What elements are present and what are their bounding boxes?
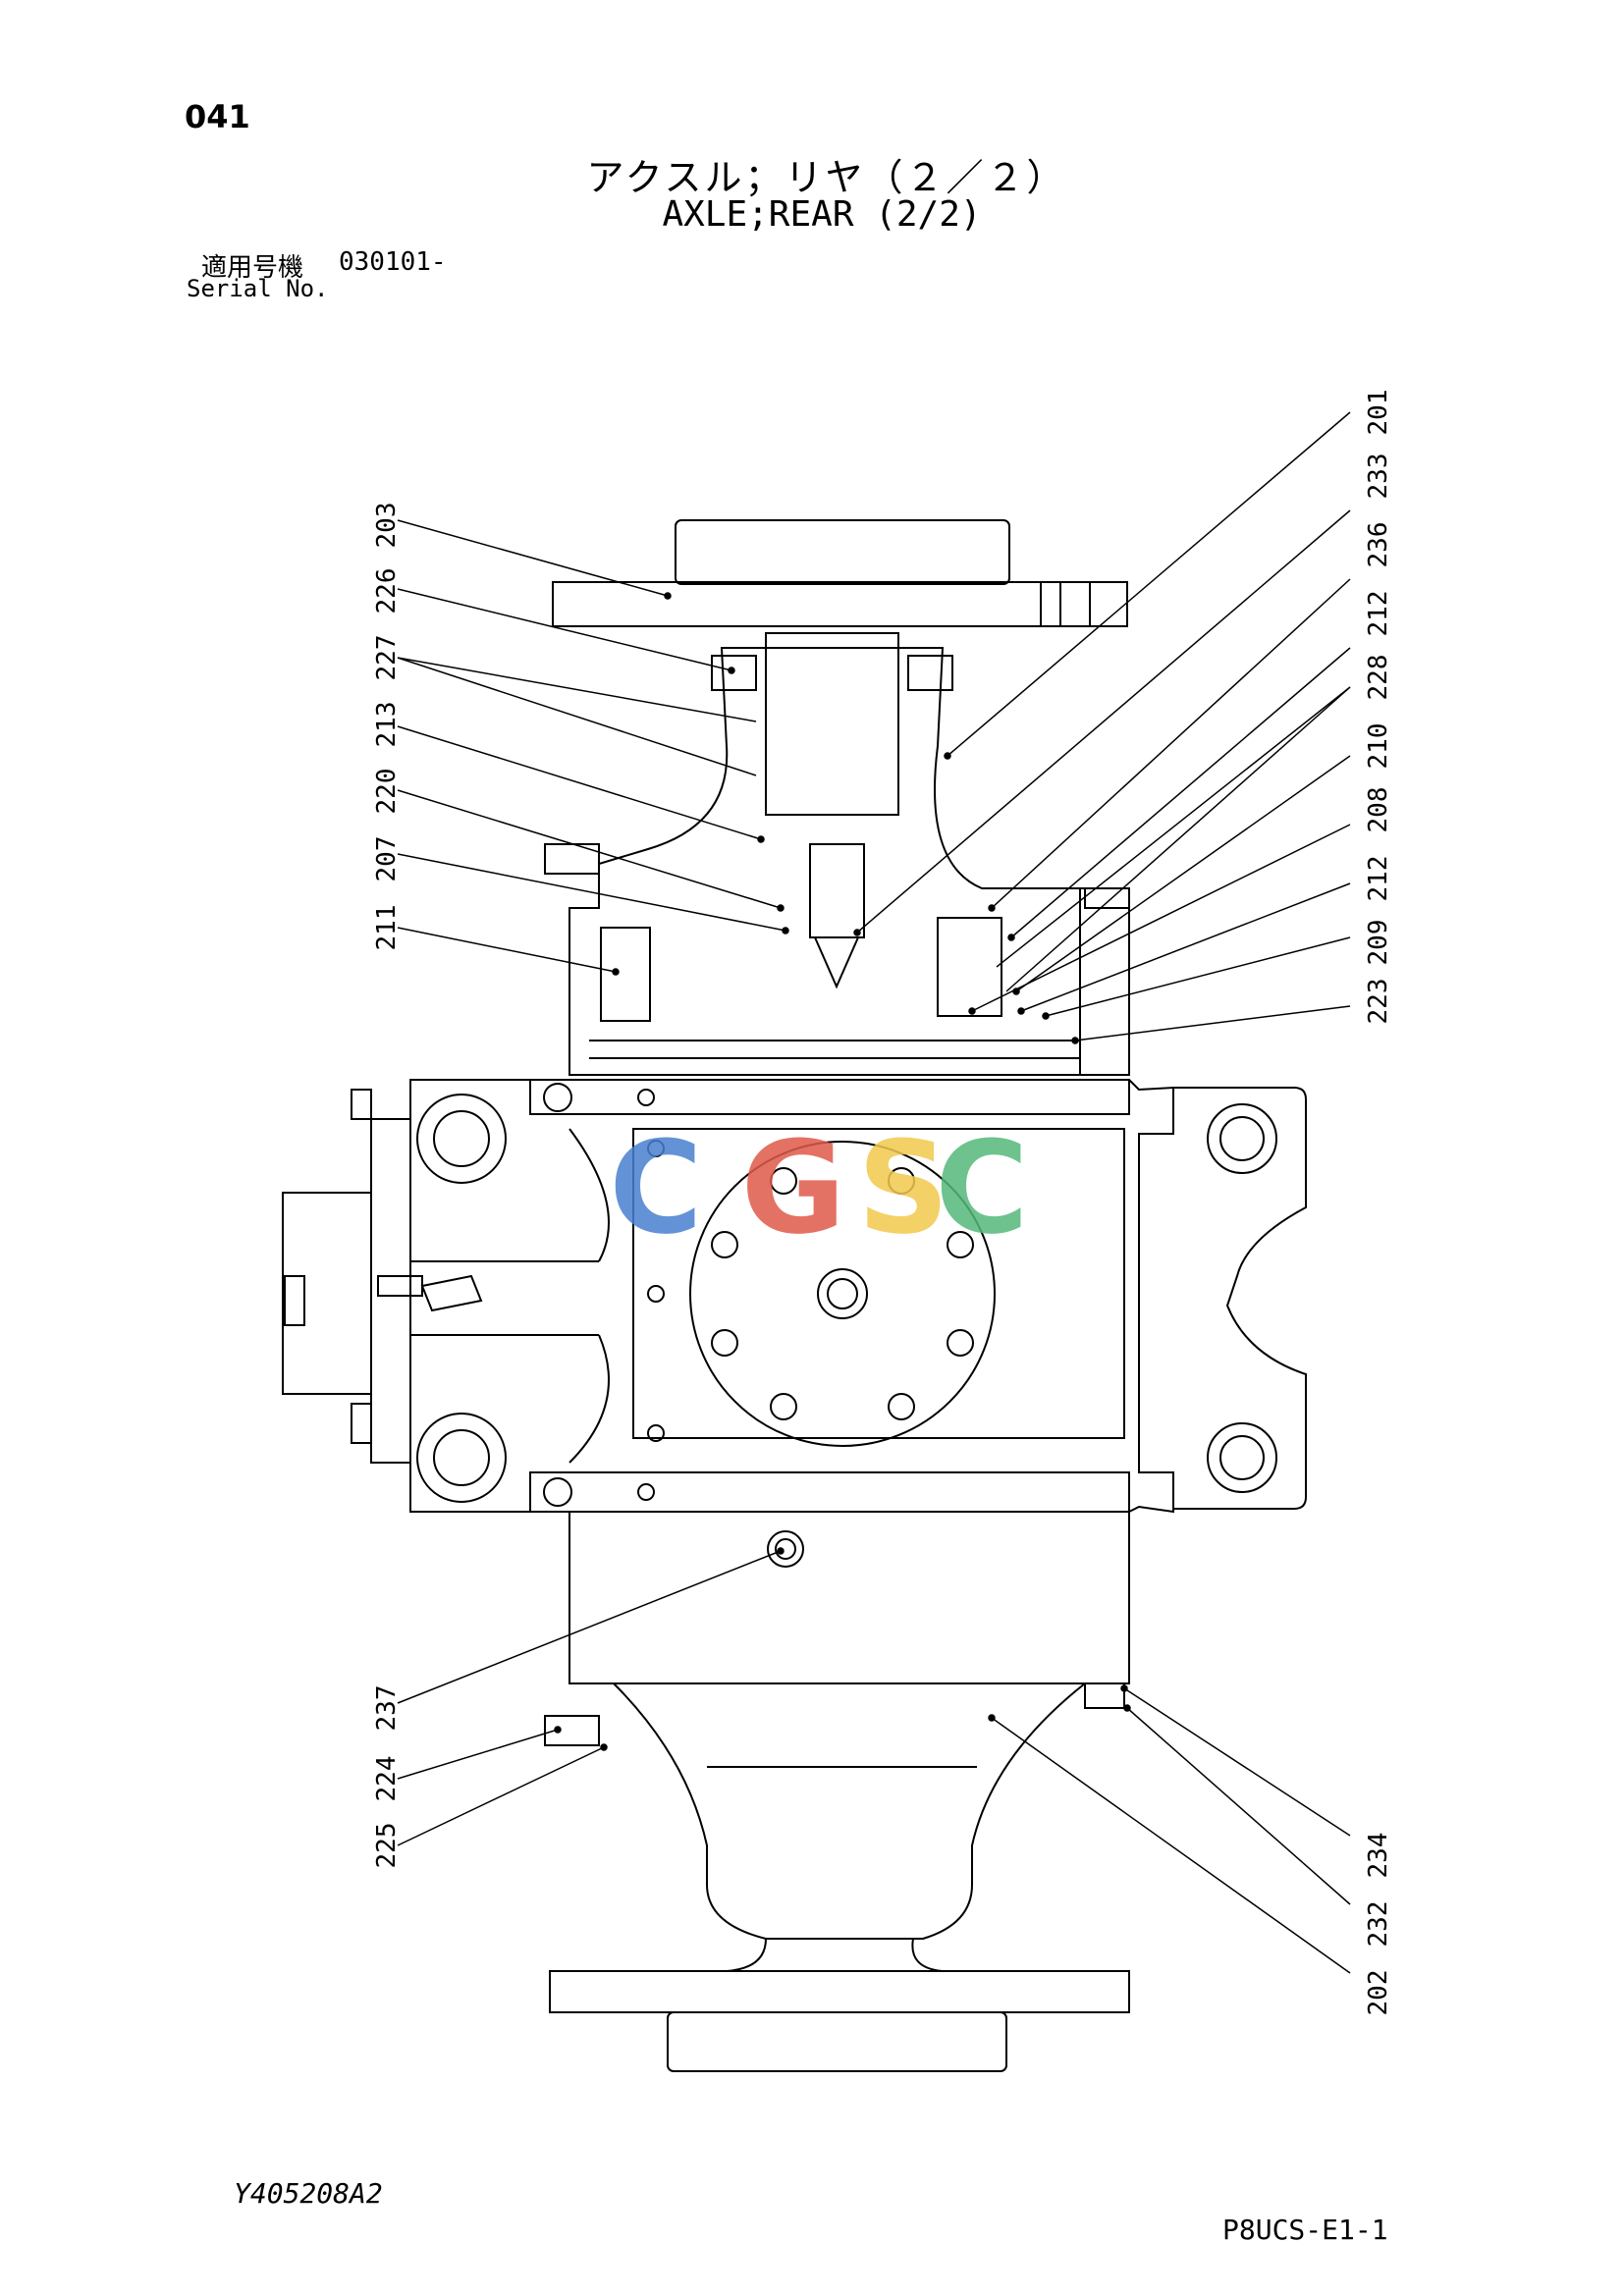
center-plate xyxy=(632,1128,1125,1439)
serial-value: 030101- xyxy=(339,247,447,277)
lower-fitting xyxy=(544,1715,600,1746)
page-title-english: AXLE;REAR (2/2) xyxy=(662,194,982,235)
watermark-letter: G xyxy=(741,1113,846,1262)
callout-236: 236 xyxy=(1364,522,1393,568)
callout-233: 233 xyxy=(1364,454,1393,500)
center-pin xyxy=(809,843,865,938)
bottom-flange xyxy=(549,1970,1130,2013)
top-fitting xyxy=(544,843,600,875)
callout-227: 227 xyxy=(372,635,402,681)
callout-209: 209 xyxy=(1364,920,1393,966)
callout-226: 226 xyxy=(372,568,402,614)
callout-211: 211 xyxy=(372,905,402,951)
right-bolt-block xyxy=(1079,887,1130,1076)
top-hub-cap xyxy=(675,519,1010,585)
page-number: 041 xyxy=(185,98,250,135)
callout-213: 213 xyxy=(372,702,402,748)
callout-208: 208 xyxy=(1364,787,1393,833)
top-flange xyxy=(552,581,1128,627)
callout-237: 237 xyxy=(372,1685,402,1732)
lower-bearing-housing xyxy=(613,1682,1086,1940)
sheet-code: P8UCS-E1-1 xyxy=(1222,2214,1388,2246)
callout-212: 212 xyxy=(1364,591,1393,637)
callout-201: 201 xyxy=(1364,390,1393,436)
top-bearing-right xyxy=(907,655,953,691)
callout-210: 210 xyxy=(1364,723,1393,770)
left-gear-pack xyxy=(600,927,651,1022)
page-title-japanese: アクスル；リヤ（２／２） xyxy=(586,156,1067,199)
lower-housing xyxy=(568,1511,1130,1684)
callout-224: 224 xyxy=(372,1756,402,1802)
left-motor xyxy=(282,1192,372,1395)
callout-232: 232 xyxy=(1364,1901,1393,1948)
watermark-letter: C xyxy=(609,1113,702,1262)
round-cover xyxy=(689,1141,996,1447)
watermark-letter: C xyxy=(935,1113,1028,1262)
top-clamp-plate xyxy=(529,1079,1130,1115)
callout-228: 228 xyxy=(1364,655,1393,701)
serial-label-japanese: 適用号機 xyxy=(201,253,304,283)
right-mount-bracket xyxy=(1173,1087,1307,1510)
bottom-clamp-plate xyxy=(529,1471,1130,1513)
callout-207: 207 xyxy=(372,836,402,882)
watermark-letter: S xyxy=(857,1113,949,1262)
top-shaft xyxy=(765,632,899,816)
right-gear-pack xyxy=(937,917,1002,1017)
bottom-hub-cap xyxy=(667,2011,1007,2072)
callout-202: 202 xyxy=(1364,1970,1393,2016)
callout-220: 220 xyxy=(372,769,402,815)
top-housing xyxy=(568,647,1130,1076)
callout-234: 234 xyxy=(1364,1833,1393,1879)
callout-203: 203 xyxy=(372,503,402,549)
serial-label-english: Serial No. xyxy=(187,275,329,302)
callout-labels: 203 226 227 213 220 207 211 237 224 225 201 233 236 2… xyxy=(372,390,1393,2016)
callout-223: 223 xyxy=(1364,979,1393,1025)
drawing-code: Y405208A2 xyxy=(234,2177,383,2210)
callout-225: 225 xyxy=(372,1823,402,1869)
callout-212: 212 xyxy=(1364,856,1393,902)
top-bearing-left xyxy=(711,655,757,691)
